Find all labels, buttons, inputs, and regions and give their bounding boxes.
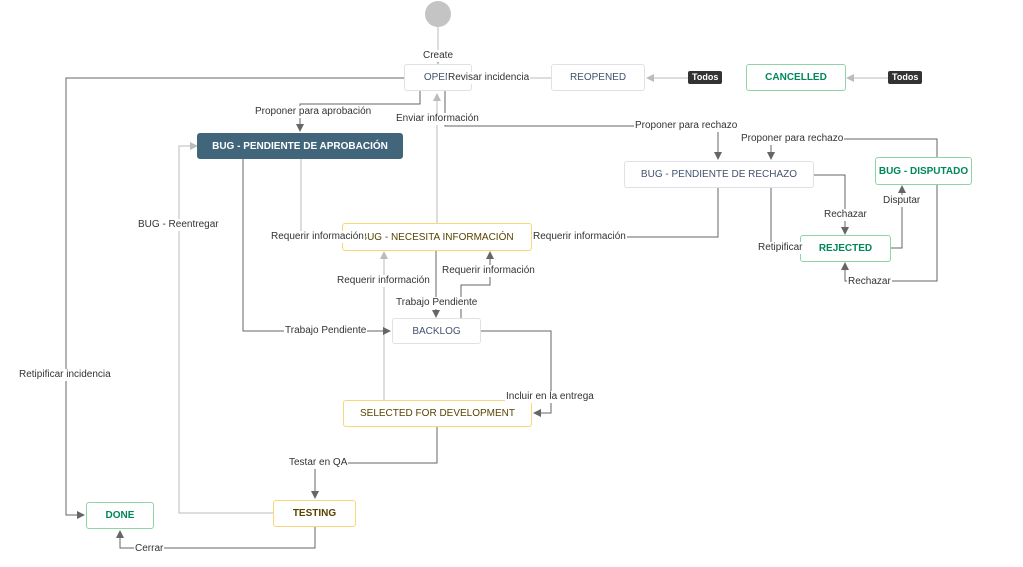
status-backlog[interactable]: BACKLOG bbox=[392, 318, 481, 344]
transition-label-proponer-rechazo-1[interactable]: Proponer para rechazo bbox=[634, 120, 739, 132]
status-reopened-label: REOPENED bbox=[569, 72, 627, 83]
status-rejected[interactable]: REJECTED bbox=[800, 235, 891, 262]
status-testing-label: TESTING bbox=[292, 508, 337, 519]
status-backlog-label: BACKLOG bbox=[412, 325, 461, 337]
status-done-label: DONE bbox=[105, 510, 135, 521]
status-pendiente-rechazo[interactable]: BUG - PENDIENTE DE RECHAZO bbox=[624, 161, 814, 188]
transition-label-retipificar-incidencia[interactable]: Retipificar incidencia bbox=[18, 369, 112, 381]
transition-testar-qa bbox=[311, 427, 438, 499]
status-necesita-informacion-label: BUG - NECESITA INFORMACIÓN bbox=[360, 231, 514, 243]
transition-label-proponer-aprobacion[interactable]: Proponer para aprobación bbox=[254, 106, 373, 118]
status-cancelled[interactable]: CANCELLED bbox=[746, 64, 846, 91]
transition-label-enviar-informacion[interactable]: Enviar información bbox=[395, 113, 480, 125]
badge-todos-cancelled[interactable]: Todos bbox=[888, 71, 923, 84]
transition-label-rechazar-1[interactable]: Rechazar bbox=[823, 209, 868, 221]
status-necesita-informacion[interactable]: BUG - NECESITA INFORMACIÓN bbox=[342, 223, 532, 251]
transition-proponer-rechazo-1 bbox=[444, 91, 722, 160]
transition-incluir-entrega bbox=[481, 330, 552, 417]
transition-rechazar-1 bbox=[814, 174, 849, 235]
transition-label-cerrar[interactable]: Cerrar bbox=[134, 543, 165, 555]
badge-todos-reopened[interactable]: Todos bbox=[688, 71, 723, 84]
status-cancelled-label: CANCELLED bbox=[765, 72, 827, 83]
start-node[interactable] bbox=[425, 1, 451, 27]
transition-label-disputar[interactable]: Disputar bbox=[882, 195, 922, 207]
transition-requerir-informacion-2 bbox=[532, 188, 719, 238]
transition-bug-reentregar bbox=[178, 142, 273, 514]
status-open-label: OPEN bbox=[423, 72, 453, 83]
status-pendiente-aprobacion[interactable]: BUG - PENDIENTE DE APROBACIÓN bbox=[197, 133, 403, 159]
transition-retipificar-incidencia bbox=[65, 77, 404, 519]
transition-label-requerir-informacion-2[interactable]: Requerir información bbox=[532, 231, 627, 243]
transition-label-trabajo-pendiente-1[interactable]: Trabajo Pendiente bbox=[395, 297, 479, 309]
transition-cerrar bbox=[116, 527, 316, 549]
transition-label-create[interactable]: Create bbox=[422, 50, 455, 62]
transition-label-incluir-entrega[interactable]: Incluir en la entrega bbox=[505, 391, 595, 403]
transition-label-retipificar[interactable]: Retipificar bbox=[757, 242, 804, 254]
status-selected-for-development[interactable]: SELECTED FOR DEVELOPMENT bbox=[343, 400, 532, 427]
transition-label-testar-qa[interactable]: Testar en QA bbox=[288, 457, 349, 469]
transition-label-revisar-incidencia[interactable]: Revisar incidencia bbox=[447, 72, 531, 84]
transition-label-requerir-informacion-3[interactable]: Requerir información bbox=[336, 275, 431, 287]
transition-label-rechazar-2[interactable]: Rechazar bbox=[847, 276, 892, 288]
transition-label-bug-reentregar[interactable]: BUG - Reentregar bbox=[137, 219, 220, 231]
status-reopened[interactable]: REOPENED bbox=[551, 64, 645, 91]
status-pendiente-aprobacion-label: BUG - PENDIENTE DE APROBACIÓN bbox=[212, 140, 388, 152]
status-disputado-label: BUG - DISPUTADO bbox=[878, 165, 969, 177]
status-rejected-label: REJECTED bbox=[818, 243, 873, 254]
transition-label-requerir-informacion-1[interactable]: Requerir información bbox=[270, 231, 365, 243]
status-disputado[interactable]: BUG - DISPUTADO bbox=[875, 157, 972, 185]
status-selected-label: SELECTED FOR DEVELOPMENT bbox=[359, 408, 516, 419]
status-testing[interactable]: TESTING bbox=[273, 500, 356, 527]
transition-label-proponer-rechazo-2[interactable]: Proponer para rechazo bbox=[740, 133, 845, 145]
status-done[interactable]: DONE bbox=[86, 502, 154, 529]
transition-label-requerir-informacion-4[interactable]: Requerir información bbox=[441, 265, 536, 277]
transition-label-trabajo-pendiente-2[interactable]: Trabajo Pendiente bbox=[284, 325, 368, 337]
status-pendiente-rechazo-label: BUG - PENDIENTE DE RECHAZO bbox=[640, 169, 798, 180]
transition-requerir-informacion-1 bbox=[300, 159, 343, 241]
